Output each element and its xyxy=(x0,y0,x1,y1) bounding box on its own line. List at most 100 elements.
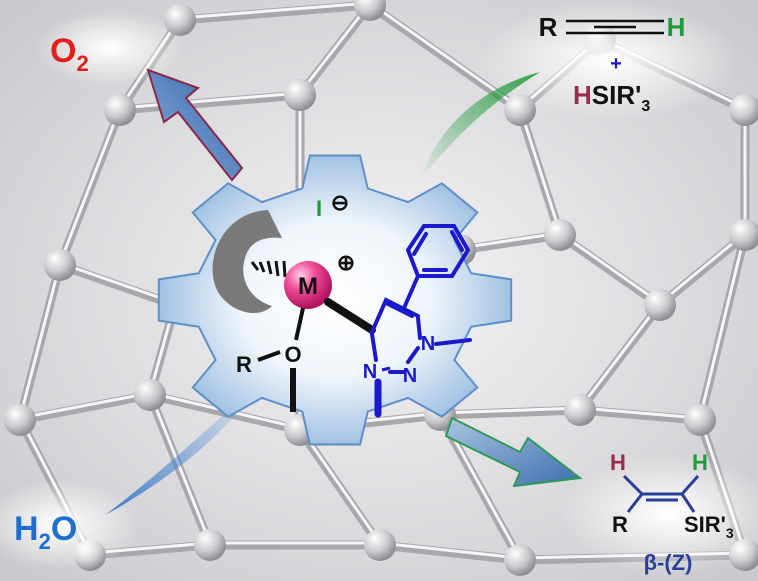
lattice-bond-highlight xyxy=(658,231,747,305)
lattice-node xyxy=(644,289,676,321)
triazole-n-dash xyxy=(381,366,391,372)
glow-product xyxy=(560,455,758,575)
glow-o2 xyxy=(35,10,185,86)
triazole-ring-top xyxy=(370,297,420,334)
lattice-bond-highlight xyxy=(178,1,372,20)
product-h1: H xyxy=(610,450,626,475)
iodide-label: I xyxy=(316,196,322,221)
triazole-c-n-bond xyxy=(416,316,422,340)
h2o-label: H2O xyxy=(14,510,77,554)
lattice-bond xyxy=(455,230,565,255)
h2o-o: O xyxy=(51,510,77,548)
lattice-bond-highlight xyxy=(18,261,62,420)
lattice-node xyxy=(44,249,76,281)
lattice-bond-highlight xyxy=(518,106,562,235)
alkyne-triple-bond xyxy=(566,19,664,35)
triazole-n3: N xyxy=(403,365,417,387)
lattice-node xyxy=(504,544,536,576)
lattice-node xyxy=(564,394,596,426)
lattice-bond xyxy=(435,405,585,420)
lattice-node xyxy=(364,529,396,561)
lattice-bond xyxy=(575,405,705,425)
metal-charge: ⊕ xyxy=(337,250,355,275)
lattice-node xyxy=(134,379,166,411)
lattice-bond-highlight xyxy=(438,406,582,415)
lattice-bond-highlight xyxy=(458,231,562,250)
triazolylidene xyxy=(370,224,472,418)
lattice-bond xyxy=(375,540,525,565)
phenyl-link xyxy=(402,274,420,310)
iodide-charge: ⊖ xyxy=(331,190,349,215)
silane-label: HSIR'3 xyxy=(573,80,650,115)
lattice-bond-highlight xyxy=(698,231,747,420)
alkyne-r: R xyxy=(539,12,558,42)
lattice-bond-highlight xyxy=(378,541,522,560)
alkyne-h: H xyxy=(667,12,686,42)
glow-reagents xyxy=(480,0,740,120)
lattice-node xyxy=(544,219,576,251)
lattice-node xyxy=(104,94,136,126)
lattice-bond-highlight xyxy=(58,261,177,305)
lattice-bond-highlight xyxy=(578,301,662,410)
o2-label: O2 xyxy=(50,32,89,76)
phenyl-ring xyxy=(405,224,471,278)
lattice-bond-highlight xyxy=(298,1,372,95)
lattice-bond-highlight xyxy=(298,426,382,545)
o2-main: O xyxy=(50,32,76,70)
lattice-bond-highlight xyxy=(558,231,662,305)
lattice-node xyxy=(684,404,716,436)
ether-r: R xyxy=(236,352,252,377)
lattice-bond-highlight xyxy=(18,391,152,420)
silane-h: H xyxy=(573,80,592,110)
lattice-node xyxy=(284,79,316,111)
triazole-double-bond xyxy=(384,301,414,318)
lattice-node xyxy=(729,94,758,126)
h2o-subscript: 2 xyxy=(39,529,51,554)
ether-oxygen: O xyxy=(284,342,301,367)
lattice-bond xyxy=(175,0,375,25)
ligand-crescent xyxy=(212,210,282,314)
lattice-bond-highlight xyxy=(58,106,122,265)
n-methyl-bond xyxy=(434,338,472,346)
product-r: R xyxy=(612,512,628,537)
triazole-n-n-bond-2 xyxy=(406,346,420,364)
lattice-bond xyxy=(15,390,155,425)
lattice-bond xyxy=(655,230,750,310)
product-silyl: SIR'3 xyxy=(684,512,734,541)
metal-center xyxy=(284,261,332,309)
phenyl-double-1 xyxy=(412,232,428,256)
lattice-bond xyxy=(555,230,665,310)
product-outflow-arrow xyxy=(444,416,583,488)
product-silyl-text: SIR' xyxy=(684,512,726,537)
metal-carbene-bond xyxy=(324,298,376,334)
hashed-wedge-bond xyxy=(250,260,287,278)
lattice-node xyxy=(729,219,758,251)
product-skeleton xyxy=(622,474,700,513)
silane-subscript: 3 xyxy=(641,98,650,115)
lattice-bond xyxy=(115,90,305,115)
metal-label: M xyxy=(298,273,318,300)
metal-oxygen-bond xyxy=(294,307,305,341)
lattice-node xyxy=(4,404,36,436)
lattice-node xyxy=(194,529,226,561)
product-stereo-label: β-(Z) xyxy=(644,550,693,575)
lattice-bond-highlight xyxy=(148,391,212,545)
o2-subscript: 2 xyxy=(76,51,88,76)
lattice-node xyxy=(354,0,386,21)
h2o-h: H xyxy=(14,510,39,548)
oxygen-r-bond xyxy=(257,350,281,362)
product-h2: H xyxy=(692,450,708,475)
o2-release-arrow xyxy=(146,68,244,182)
triazole-c-n-bond-2 xyxy=(370,332,378,362)
silane-rest: SIR' xyxy=(592,80,642,110)
triazole-n2: N xyxy=(363,361,377,383)
triazole-n1: N xyxy=(421,333,435,355)
glow-h2o xyxy=(0,480,140,570)
phenyl-double-2 xyxy=(450,230,464,252)
lattice-bond-highlight xyxy=(118,91,302,110)
plus-sign: + xyxy=(610,53,622,75)
lattice-bond-highlight xyxy=(578,406,702,420)
product-silyl-subscript: 3 xyxy=(726,525,734,541)
